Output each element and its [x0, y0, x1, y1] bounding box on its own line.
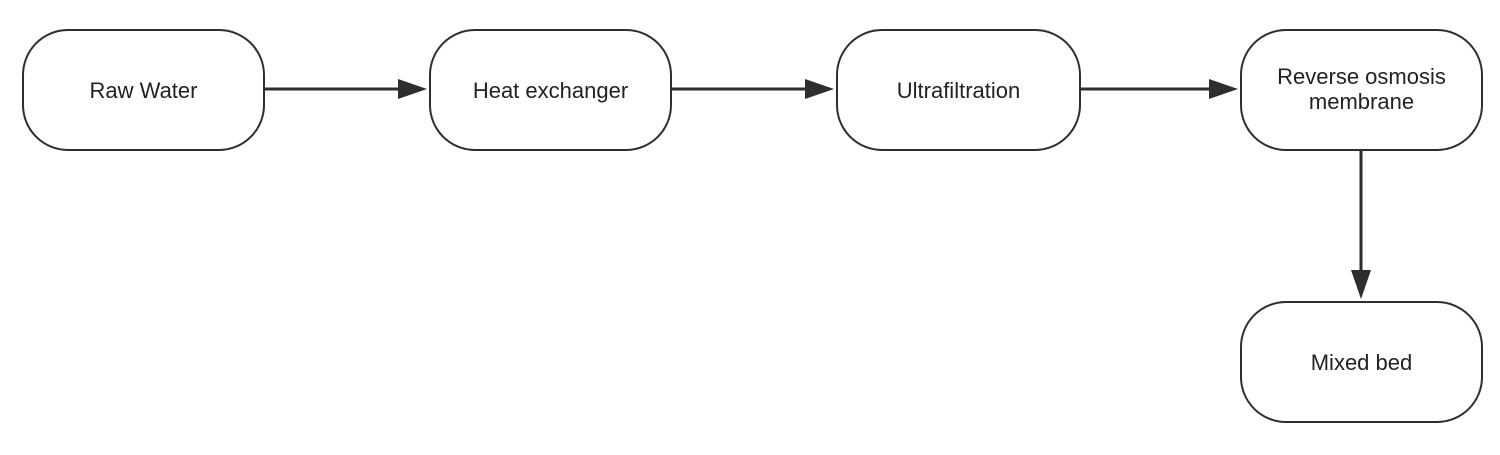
- node-mixed-bed: Mixed bed: [1240, 301, 1483, 423]
- arrowhead-ro: [1209, 79, 1238, 99]
- node-mixed-bed-label: Mixed bed: [1310, 349, 1413, 375]
- node-ultrafiltration-label: Ultrafiltration: [896, 77, 1021, 103]
- arrowhead-uf: [805, 79, 834, 99]
- arrowhead-mixed: [1351, 270, 1371, 299]
- node-reverse-osmosis-membrane: Reverse osmosis membrane: [1240, 29, 1483, 151]
- node-reverse-osmosis-label: Reverse osmosis membrane: [1277, 64, 1446, 114]
- arrowhead-heat: [398, 79, 427, 99]
- node-heat-exchanger-label: Heat exchanger: [472, 77, 629, 103]
- node-raw-water-label: Raw Water: [89, 77, 198, 103]
- node-ultrafiltration: Ultrafiltration: [836, 29, 1081, 151]
- node-heat-exchanger: Heat exchanger: [429, 29, 672, 151]
- node-raw-water: Raw Water: [22, 29, 265, 151]
